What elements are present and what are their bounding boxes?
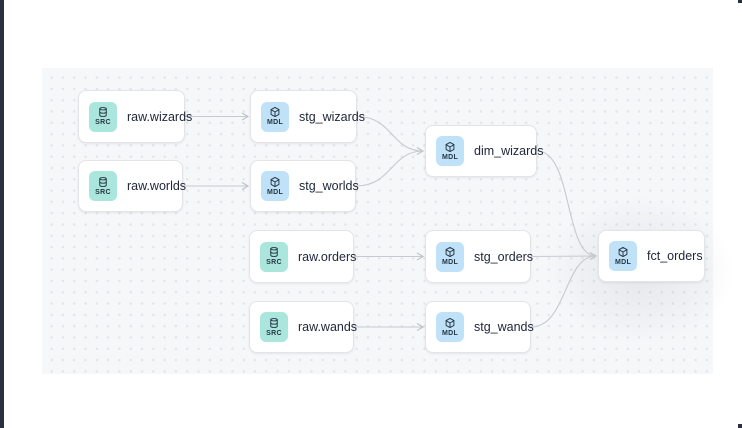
mdl-badge: MDL	[261, 101, 289, 132]
node-label: raw.worlds	[127, 179, 187, 193]
src-badge: SRC	[89, 171, 117, 201]
src-badge: SRC	[260, 312, 288, 342]
src-badge: SRC	[260, 241, 288, 272]
node-stg-wizards[interactable]: MDL stg_wizards	[250, 90, 365, 143]
node-raw-wands[interactable]: SRC raw.wands	[249, 301, 358, 353]
cube-icon	[445, 141, 455, 152]
node-raw-orders[interactable]: SRC raw.orders	[249, 230, 357, 283]
cube-icon	[270, 176, 280, 187]
node-label: raw.orders	[298, 249, 357, 264]
node-stg-worlds[interactable]: MDL stg_worlds	[250, 160, 359, 212]
node-fct-orders[interactable]: MDL fct_orders	[598, 230, 705, 282]
mdl-badge: MDL	[609, 241, 637, 271]
badge-label: MDL	[266, 119, 284, 126]
node-label: raw.wands	[298, 320, 358, 334]
window-left-edge	[0, 0, 4, 428]
mdl-badge: MDL	[436, 312, 464, 342]
mdl-badge: MDL	[436, 241, 464, 272]
node-label: stg_wizards	[299, 109, 365, 124]
badge-label: SRC	[266, 259, 282, 266]
node-label: fct_orders	[647, 249, 703, 263]
cube-icon	[445, 246, 455, 258]
mdl-badge: MDL	[261, 171, 289, 201]
badge-label: MDL	[441, 153, 459, 161]
node-raw-wizards[interactable]: SRC raw.wizards	[78, 90, 192, 143]
database-icon	[270, 247, 278, 257]
badge-label: MDL	[441, 329, 459, 337]
src-badge: SRC	[89, 101, 117, 132]
mdl-badge: MDL	[436, 136, 464, 166]
badge-label: SRC	[95, 119, 111, 126]
database-icon	[270, 317, 278, 328]
node-stg-orders[interactable]: MDL stg_orders	[425, 230, 534, 283]
corner-artifact-top-right	[738, 0, 742, 3]
node-label: raw.wizards	[127, 109, 193, 124]
badge-label: MDL	[614, 258, 632, 266]
node-label: stg_wands	[474, 320, 534, 334]
badge-label: SRC	[266, 329, 282, 337]
node-dim-wizards[interactable]: MDL dim_wizards	[425, 125, 543, 177]
cube-icon	[618, 246, 628, 257]
node-label: dim_wizards	[474, 144, 544, 158]
node-stg-wands[interactable]: MDL stg_wands	[425, 301, 534, 353]
badge-label: MDL	[441, 259, 459, 266]
cube-icon	[445, 317, 455, 328]
cube-icon	[270, 106, 280, 118]
badge-label: MDL	[266, 188, 284, 196]
node-raw-worlds[interactable]: SRC raw.worlds	[78, 160, 187, 212]
database-icon	[99, 176, 107, 187]
badge-label: SRC	[95, 188, 111, 196]
node-label: stg_worlds	[299, 179, 359, 193]
node-label: stg_orders	[474, 249, 534, 264]
corner-artifact-bottom-right	[738, 424, 742, 428]
database-icon	[99, 107, 107, 117]
